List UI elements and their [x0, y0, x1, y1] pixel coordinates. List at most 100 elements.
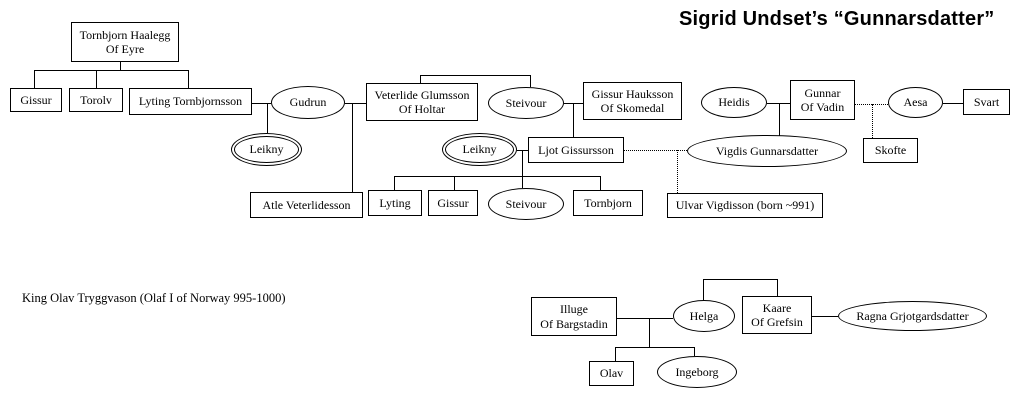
node-label: Lyting: [379, 195, 411, 210]
connector-line: [252, 103, 271, 104]
connector-line: [703, 279, 777, 280]
connector-line: [943, 103, 963, 104]
connector-line: [522, 150, 523, 188]
connector-line: [352, 103, 353, 192]
node-leikny-1: Leikny: [231, 133, 302, 166]
node-label: Olav: [599, 366, 624, 381]
node-label: Kaare: [762, 300, 792, 315]
node-label: Svart: [973, 94, 1000, 109]
connector-line: [267, 103, 268, 133]
node-skofte: Skofte: [863, 138, 918, 163]
connector-line: [872, 104, 873, 138]
node-label: Ulvar Vigdisson (born ~991): [675, 198, 815, 213]
node-olav: Olav: [589, 361, 634, 386]
node-label: Skofte: [874, 143, 907, 158]
node-label: Ragna Grjotgardsdatter: [856, 308, 969, 323]
node-gudrun: Gudrun: [271, 86, 345, 119]
connector-line: [615, 347, 694, 348]
connector-line: [188, 70, 189, 88]
node-label: Gissur: [437, 195, 469, 210]
page-title: Sigrid Undset’s “Gunnarsdatter”: [679, 8, 995, 30]
connector-line: [34, 70, 35, 88]
connector-line: [345, 103, 366, 104]
node-label: Vigdis Gunnarsdatter: [715, 143, 819, 158]
node-label: Gudrun: [289, 95, 327, 110]
node-steivour-2: Steivour: [488, 188, 564, 220]
node-label: Gissur: [20, 92, 52, 107]
connector-line: [530, 75, 531, 87]
node-label: Of Bargstadin: [540, 316, 608, 331]
connector-line: [615, 347, 616, 361]
node-label: Tornbjorn: [584, 195, 632, 210]
node-leikny-2: Leikny: [442, 133, 517, 166]
node-label: Ljot Gissursson: [538, 142, 614, 157]
connector-line: [677, 150, 678, 193]
node-label: Aesa: [903, 95, 928, 110]
node-steivour-1: Steivour: [488, 87, 564, 119]
connector-line: [420, 75, 421, 83]
node-label: Tornbjorn Haalegg: [79, 27, 171, 42]
node-label: Illuge: [560, 302, 588, 316]
connector-line: [573, 103, 574, 137]
node-atle-veterlidesson: Atle Veterlidesson: [250, 192, 363, 218]
connector-line: [855, 104, 888, 105]
connector-line: [694, 347, 695, 356]
node-label: Veterlide Glumsson: [374, 87, 470, 102]
node-ingeborg: Ingeborg: [657, 356, 737, 388]
node-ljot-gissursson: Ljot Gissursson: [528, 137, 624, 163]
node-label: Leikny: [462, 142, 497, 157]
node-aesa: Aesa: [888, 87, 943, 118]
node-label: Steivour: [505, 95, 547, 110]
connector-line: [624, 150, 687, 151]
connector-line: [777, 279, 778, 296]
node-label: Ingeborg: [675, 364, 719, 379]
node-label: Torolv: [80, 92, 112, 107]
node-label: Of Vadin: [800, 100, 845, 114]
node-label: Helga: [689, 308, 719, 323]
connector-line: [454, 176, 455, 190]
connector-line: [34, 70, 188, 71]
connector-line: [600, 176, 601, 190]
connector-line: [394, 176, 395, 190]
connector-line: [617, 318, 673, 319]
connector-line: [703, 279, 704, 300]
node-label: Gissur Hauksson: [591, 86, 674, 101]
node-torolv: Torolv: [69, 88, 123, 112]
node-ulvar-vigdisson: Ulvar Vigdisson (born ~991): [667, 193, 823, 218]
node-label: Atle Veterlidesson: [262, 197, 351, 212]
node-label: Steivour: [505, 196, 547, 211]
node-label: Leikny: [249, 142, 284, 157]
node-label: Of Holtar: [398, 102, 446, 116]
node-label: Of Eyre: [105, 42, 145, 56]
connector-line: [767, 103, 790, 104]
node-label: Of Skomedal: [600, 101, 665, 115]
node-label: Lyting Tornbjornsson: [138, 94, 243, 109]
node-vigdis-gunnarsdatter: Vigdis Gunnarsdatter: [687, 135, 847, 167]
node-gissur-jr: Gissur: [428, 190, 478, 216]
node-gissur-sr: Gissur: [10, 88, 62, 112]
node-label: Gunnar: [804, 85, 841, 100]
node-svart: Svart: [963, 89, 1010, 115]
node-heidis: Heidis: [701, 87, 767, 118]
node-label: Heidis: [718, 95, 750, 110]
node-tornbjorn-jr: Tornbjorn: [573, 190, 643, 216]
connector-line: [420, 75, 530, 76]
connector-line: [96, 70, 97, 88]
connector-line: [120, 62, 121, 70]
connector-line: [394, 176, 600, 177]
node-helga: Helga: [673, 300, 735, 332]
connector-line: [779, 103, 780, 136]
node-ragna-grjotgardsdatter: Ragna Grjotgardsdatter: [838, 301, 987, 331]
node-label: Of Grefsin: [751, 315, 803, 329]
node-lyting-jr: Lyting: [368, 190, 422, 216]
connector-line: [812, 316, 838, 317]
king-olav-caption: King Olav Tryggvason (Olaf I of Norway 9…: [22, 291, 286, 305]
node-lyting-tornbjornsson: Lyting Tornbjornsson: [129, 88, 252, 115]
